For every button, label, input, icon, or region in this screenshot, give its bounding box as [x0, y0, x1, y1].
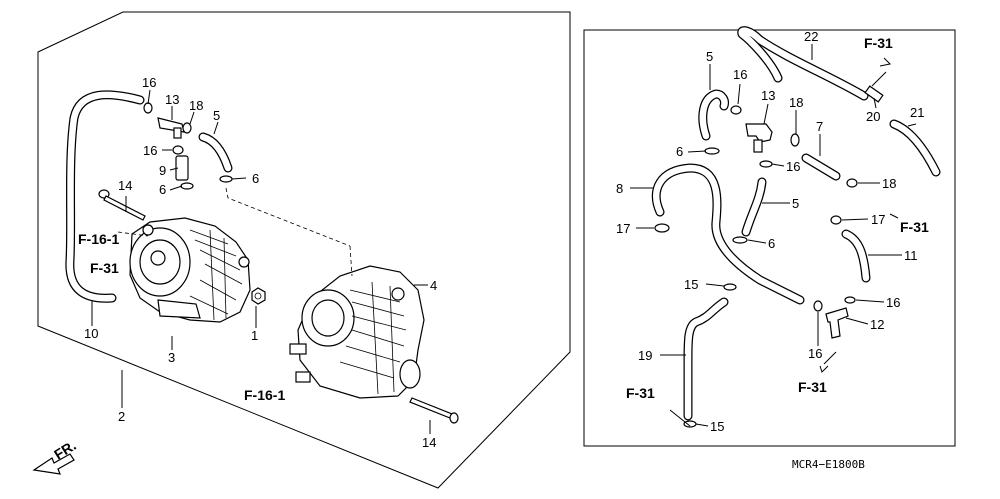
fittings-top-left — [143, 102, 233, 190]
hose-5-left — [198, 132, 233, 173]
callout-19: 19 — [638, 348, 652, 363]
callout-1: 1 — [251, 328, 258, 343]
front-direction-arrow — [32, 453, 75, 475]
callout-6: 6 — [676, 144, 683, 159]
hose-21 — [889, 119, 941, 177]
hose-19 — [683, 297, 729, 421]
callout-13: 13 — [761, 88, 775, 103]
callout-6: 6 — [252, 171, 259, 186]
callout-17: 17 — [616, 221, 630, 236]
drawing-code: MCR4−E1800B — [792, 458, 865, 471]
callout-16: 16 — [786, 159, 800, 174]
right-assembly-frame — [583, 29, 956, 447]
carburetor-3 — [129, 217, 251, 323]
hose-22 — [737, 26, 869, 101]
ref-f31-bottom-center: F-31 — [626, 385, 655, 401]
clip-17-left — [654, 223, 670, 233]
callout-5: 5 — [792, 196, 799, 211]
fitting-20 — [864, 85, 884, 103]
clip-18-right — [846, 178, 858, 188]
callout-11: 11 — [904, 248, 918, 263]
callout-3: 3 — [168, 350, 175, 365]
hose-8 — [651, 163, 805, 305]
clip-15-top — [723, 283, 737, 291]
callout-21: 21 — [910, 105, 924, 120]
hose-11 — [841, 229, 871, 283]
ref-f31-left: F-31 — [90, 260, 119, 276]
callout-6: 6 — [768, 236, 775, 251]
callout-17: 17 — [871, 212, 885, 227]
carburetor-4 — [289, 265, 425, 399]
clip-15-bottom — [683, 420, 697, 428]
hose-5-mid-right — [741, 177, 767, 237]
callout-18: 18 — [189, 98, 203, 113]
callout-22: 22 — [804, 29, 818, 44]
callout-15: 15 — [710, 419, 724, 434]
ref-f31-top-right: F-31 — [864, 35, 893, 51]
callout-6: 6 — [159, 182, 166, 197]
clip-6-mid — [732, 236, 748, 244]
callout-10: 10 — [84, 326, 98, 341]
callout-16: 16 — [808, 346, 822, 361]
ref-f31-mid-right: F-31 — [900, 219, 929, 235]
clip-6-right — [704, 147, 720, 155]
leader-lines — [91, 44, 917, 434]
callout-8: 8 — [616, 181, 623, 196]
hose-10 — [65, 90, 145, 303]
callout-18: 18 — [882, 176, 896, 191]
nut-1 — [251, 287, 266, 305]
callout-13: 13 — [165, 92, 179, 107]
ref-f31-bottom-right: F-31 — [798, 379, 827, 395]
callout-18: 18 — [789, 95, 803, 110]
callout-9: 9 — [159, 163, 166, 178]
callout-5: 5 — [213, 108, 220, 123]
callout-2: 2 — [118, 409, 125, 424]
left-assembly-frame — [37, 11, 571, 489]
hose-5-top-right — [698, 89, 729, 141]
callout-4: 4 — [430, 278, 437, 293]
connection-line-b — [349, 245, 353, 277]
joint-12 — [813, 300, 849, 339]
hose-7 — [801, 153, 841, 181]
joint-13-right — [730, 105, 800, 168]
connection-line-c — [117, 231, 149, 237]
callout-14: 14 — [422, 435, 436, 450]
connection-line-a — [225, 187, 351, 247]
callout-7: 7 — [816, 119, 823, 134]
bolt-14-bottom — [409, 397, 459, 424]
callout-16: 16 — [142, 75, 156, 90]
clip-16-right — [844, 296, 856, 304]
callout-12: 12 — [870, 317, 884, 332]
clip-17-right — [830, 215, 842, 225]
callout-numbers: 16 13 18 5 16 9 6 6 14 10 3 1 2 4 14 5 1… — [84, 29, 924, 450]
reference-labels: F-16-1 F-31 F-16-1 F-31 F-31 F-31 F-31 — [78, 35, 929, 403]
callout-16: 16 — [733, 67, 747, 82]
front-direction-label: FR. — [51, 437, 79, 463]
callout-14: 14 — [118, 178, 132, 193]
callout-16: 16 — [886, 295, 900, 310]
ref-f16-1-top: F-16-1 — [78, 231, 119, 247]
callout-20: 20 — [866, 109, 880, 124]
bolt-14-left — [98, 189, 146, 221]
callout-5: 5 — [706, 49, 713, 64]
callout-15: 15 — [684, 277, 698, 292]
ref-f16-1-bottom: F-16-1 — [244, 387, 285, 403]
callout-16: 16 — [143, 143, 157, 158]
